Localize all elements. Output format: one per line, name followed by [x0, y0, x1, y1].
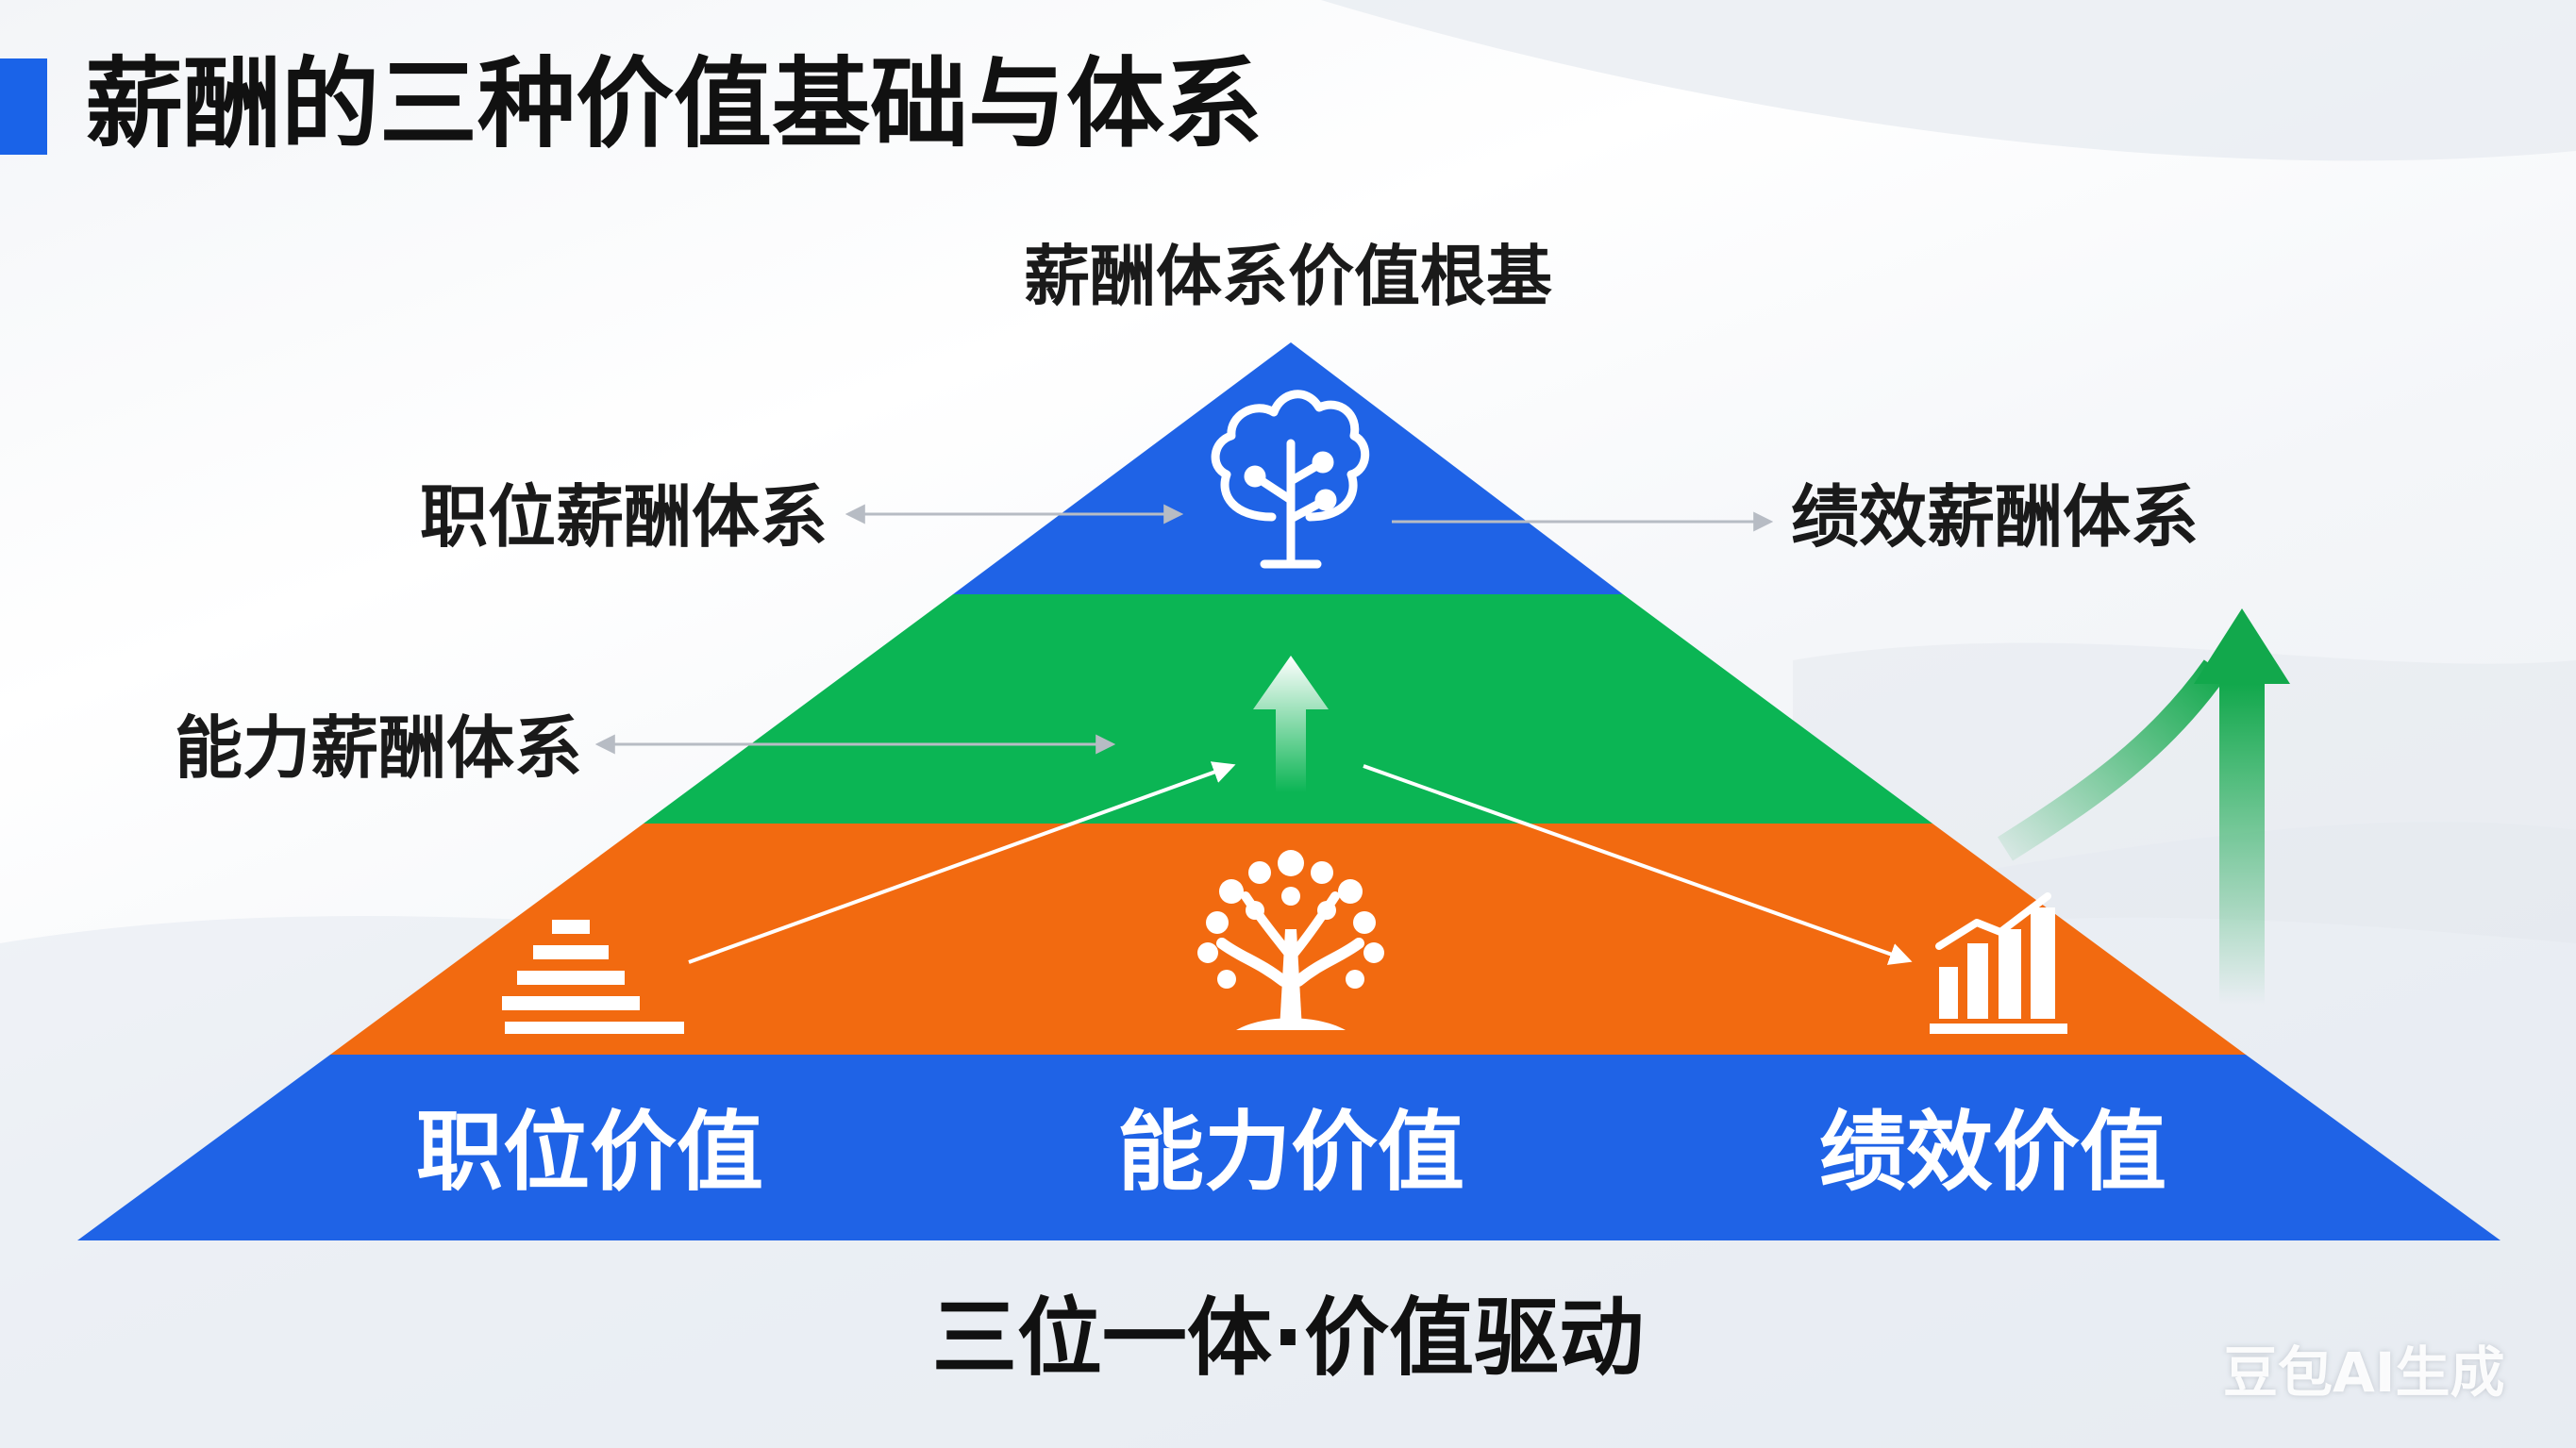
growth-arrow-icon: [1997, 608, 2290, 1005]
label-competency-pay-system: 能力薪酬体系: [175, 708, 583, 788]
page-title: 薪酬的三种价值基础与体系: [85, 46, 1263, 161]
bar-chart-icon: [1930, 892, 2067, 1034]
stairs-icon: [502, 920, 684, 1034]
label-position-pay-system: 职位薪酬体系: [420, 477, 828, 557]
arrow-center-to-chart: [1363, 764, 1913, 965]
title-accent-bar: [0, 58, 47, 155]
label-performance-pay-system: 绩效薪酬体系: [1791, 477, 2200, 557]
arrow-stairs-to-center: [688, 761, 1236, 964]
watermark: 豆包AI生成: [2223, 1340, 2505, 1405]
apex-label: 薪酬体系价值根基: [1024, 238, 1552, 315]
up-arrow-icon: [1253, 656, 1329, 792]
tree-network-icon: [1211, 390, 1370, 569]
base-label-competency-value: 能力价值: [1116, 1102, 1465, 1203]
base-label-performance-value: 绩效价值: [1818, 1102, 2167, 1203]
base-label-position-value: 职位价值: [415, 1102, 764, 1203]
connector-arrows: [594, 504, 1913, 965]
tagline: 三位一体·价值驱动: [931, 1289, 1645, 1388]
tree-icon: [1197, 850, 1384, 1030]
pyramid-layer-base: [77, 1055, 2501, 1240]
